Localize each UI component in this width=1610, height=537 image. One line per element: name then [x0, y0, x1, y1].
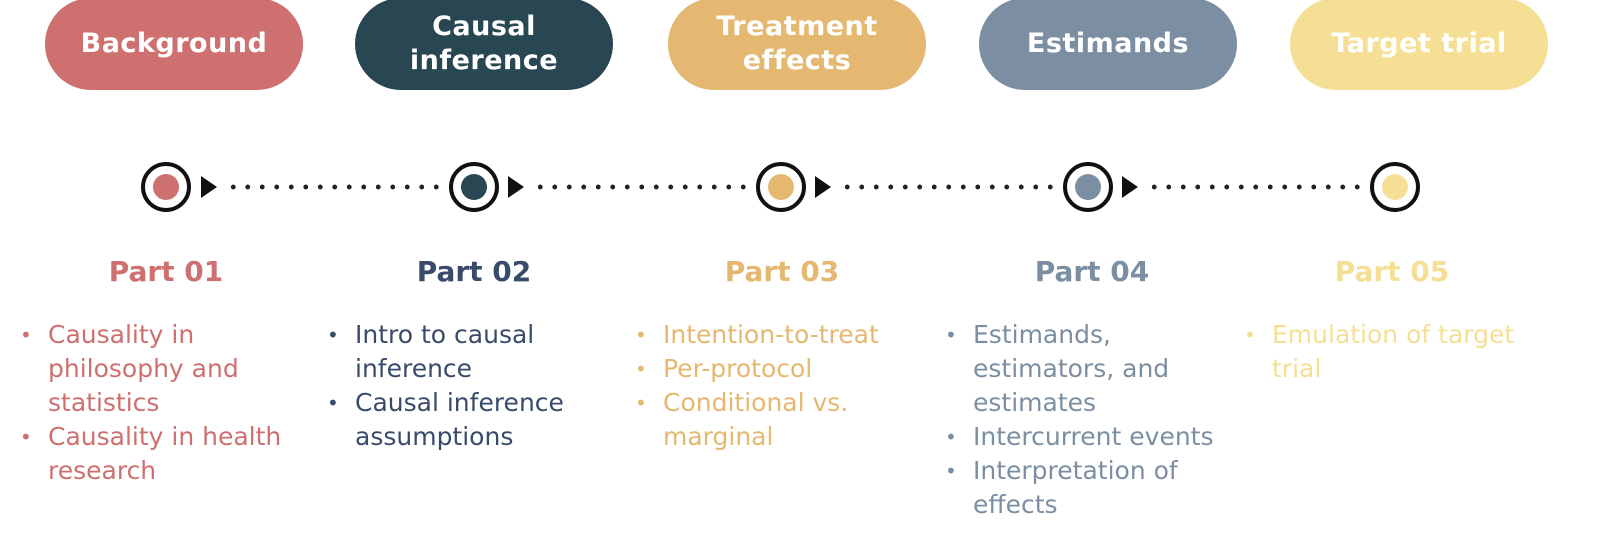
part-title-01: Part 01 — [108, 255, 224, 288]
timeline-node-part-03 — [756, 162, 806, 212]
node-dot — [1075, 174, 1101, 200]
arrow-head-icon — [815, 176, 831, 198]
stage-pill-estimands: Estimands — [979, 0, 1237, 90]
dotted-connector — [226, 184, 442, 190]
list-item: Intercurrent events — [941, 420, 1231, 454]
part-01-topics: Causality in philosophy and statistics C… — [16, 318, 301, 488]
list-item: Interpretation of effects — [941, 454, 1231, 522]
dotted-connector — [840, 184, 1056, 190]
list-item: Emulation of target trial — [1240, 318, 1540, 386]
timeline-node-part-04 — [1063, 162, 1113, 212]
timeline-node-part-01 — [141, 162, 191, 212]
part-05-topics: Emulation of target trial — [1240, 318, 1540, 386]
list-item: Intention-to-treat — [631, 318, 916, 352]
list-item: Conditional vs. marginal — [631, 386, 916, 454]
list-item: Causal inference assumptions — [323, 386, 603, 454]
arrow-head-icon — [1122, 176, 1138, 198]
list-item: Causality in health research — [16, 420, 301, 488]
part-title-04: Part 04 — [1034, 255, 1150, 288]
timeline-node-part-02 — [449, 162, 499, 212]
stage-pill-background: Background — [45, 0, 303, 90]
part-title-02: Part 02 — [416, 255, 532, 288]
dotted-connector — [1147, 184, 1363, 190]
timeline-node-part-05 — [1370, 162, 1420, 212]
part-02-topics: Intro to causal inference Causal inferen… — [323, 318, 603, 454]
list-item: Estimands, estimators, and estimates — [941, 318, 1231, 420]
arrow-head-icon — [508, 176, 524, 198]
part-title-03: Part 03 — [724, 255, 840, 288]
stage-pill-treatment-effects: Treatment effects — [668, 0, 926, 90]
part-04-topics: Estimands, estimators, and estimates Int… — [941, 318, 1231, 522]
part-title-05: Part 05 — [1334, 255, 1450, 288]
list-item: Intro to causal inference — [323, 318, 603, 386]
list-item: Causality in philosophy and statistics — [16, 318, 301, 420]
stage-pill-causal-inference: Causal inference — [355, 0, 613, 90]
part-03-topics: Intention-to-treat Per-protocol Conditio… — [631, 318, 916, 454]
dotted-connector — [533, 184, 749, 190]
stage-pill-target-trial: Target trial — [1290, 0, 1548, 90]
node-dot — [461, 174, 487, 200]
node-dot — [1382, 174, 1408, 200]
list-item: Per-protocol — [631, 352, 916, 386]
node-dot — [153, 174, 179, 200]
node-dot — [768, 174, 794, 200]
arrow-head-icon — [201, 176, 217, 198]
